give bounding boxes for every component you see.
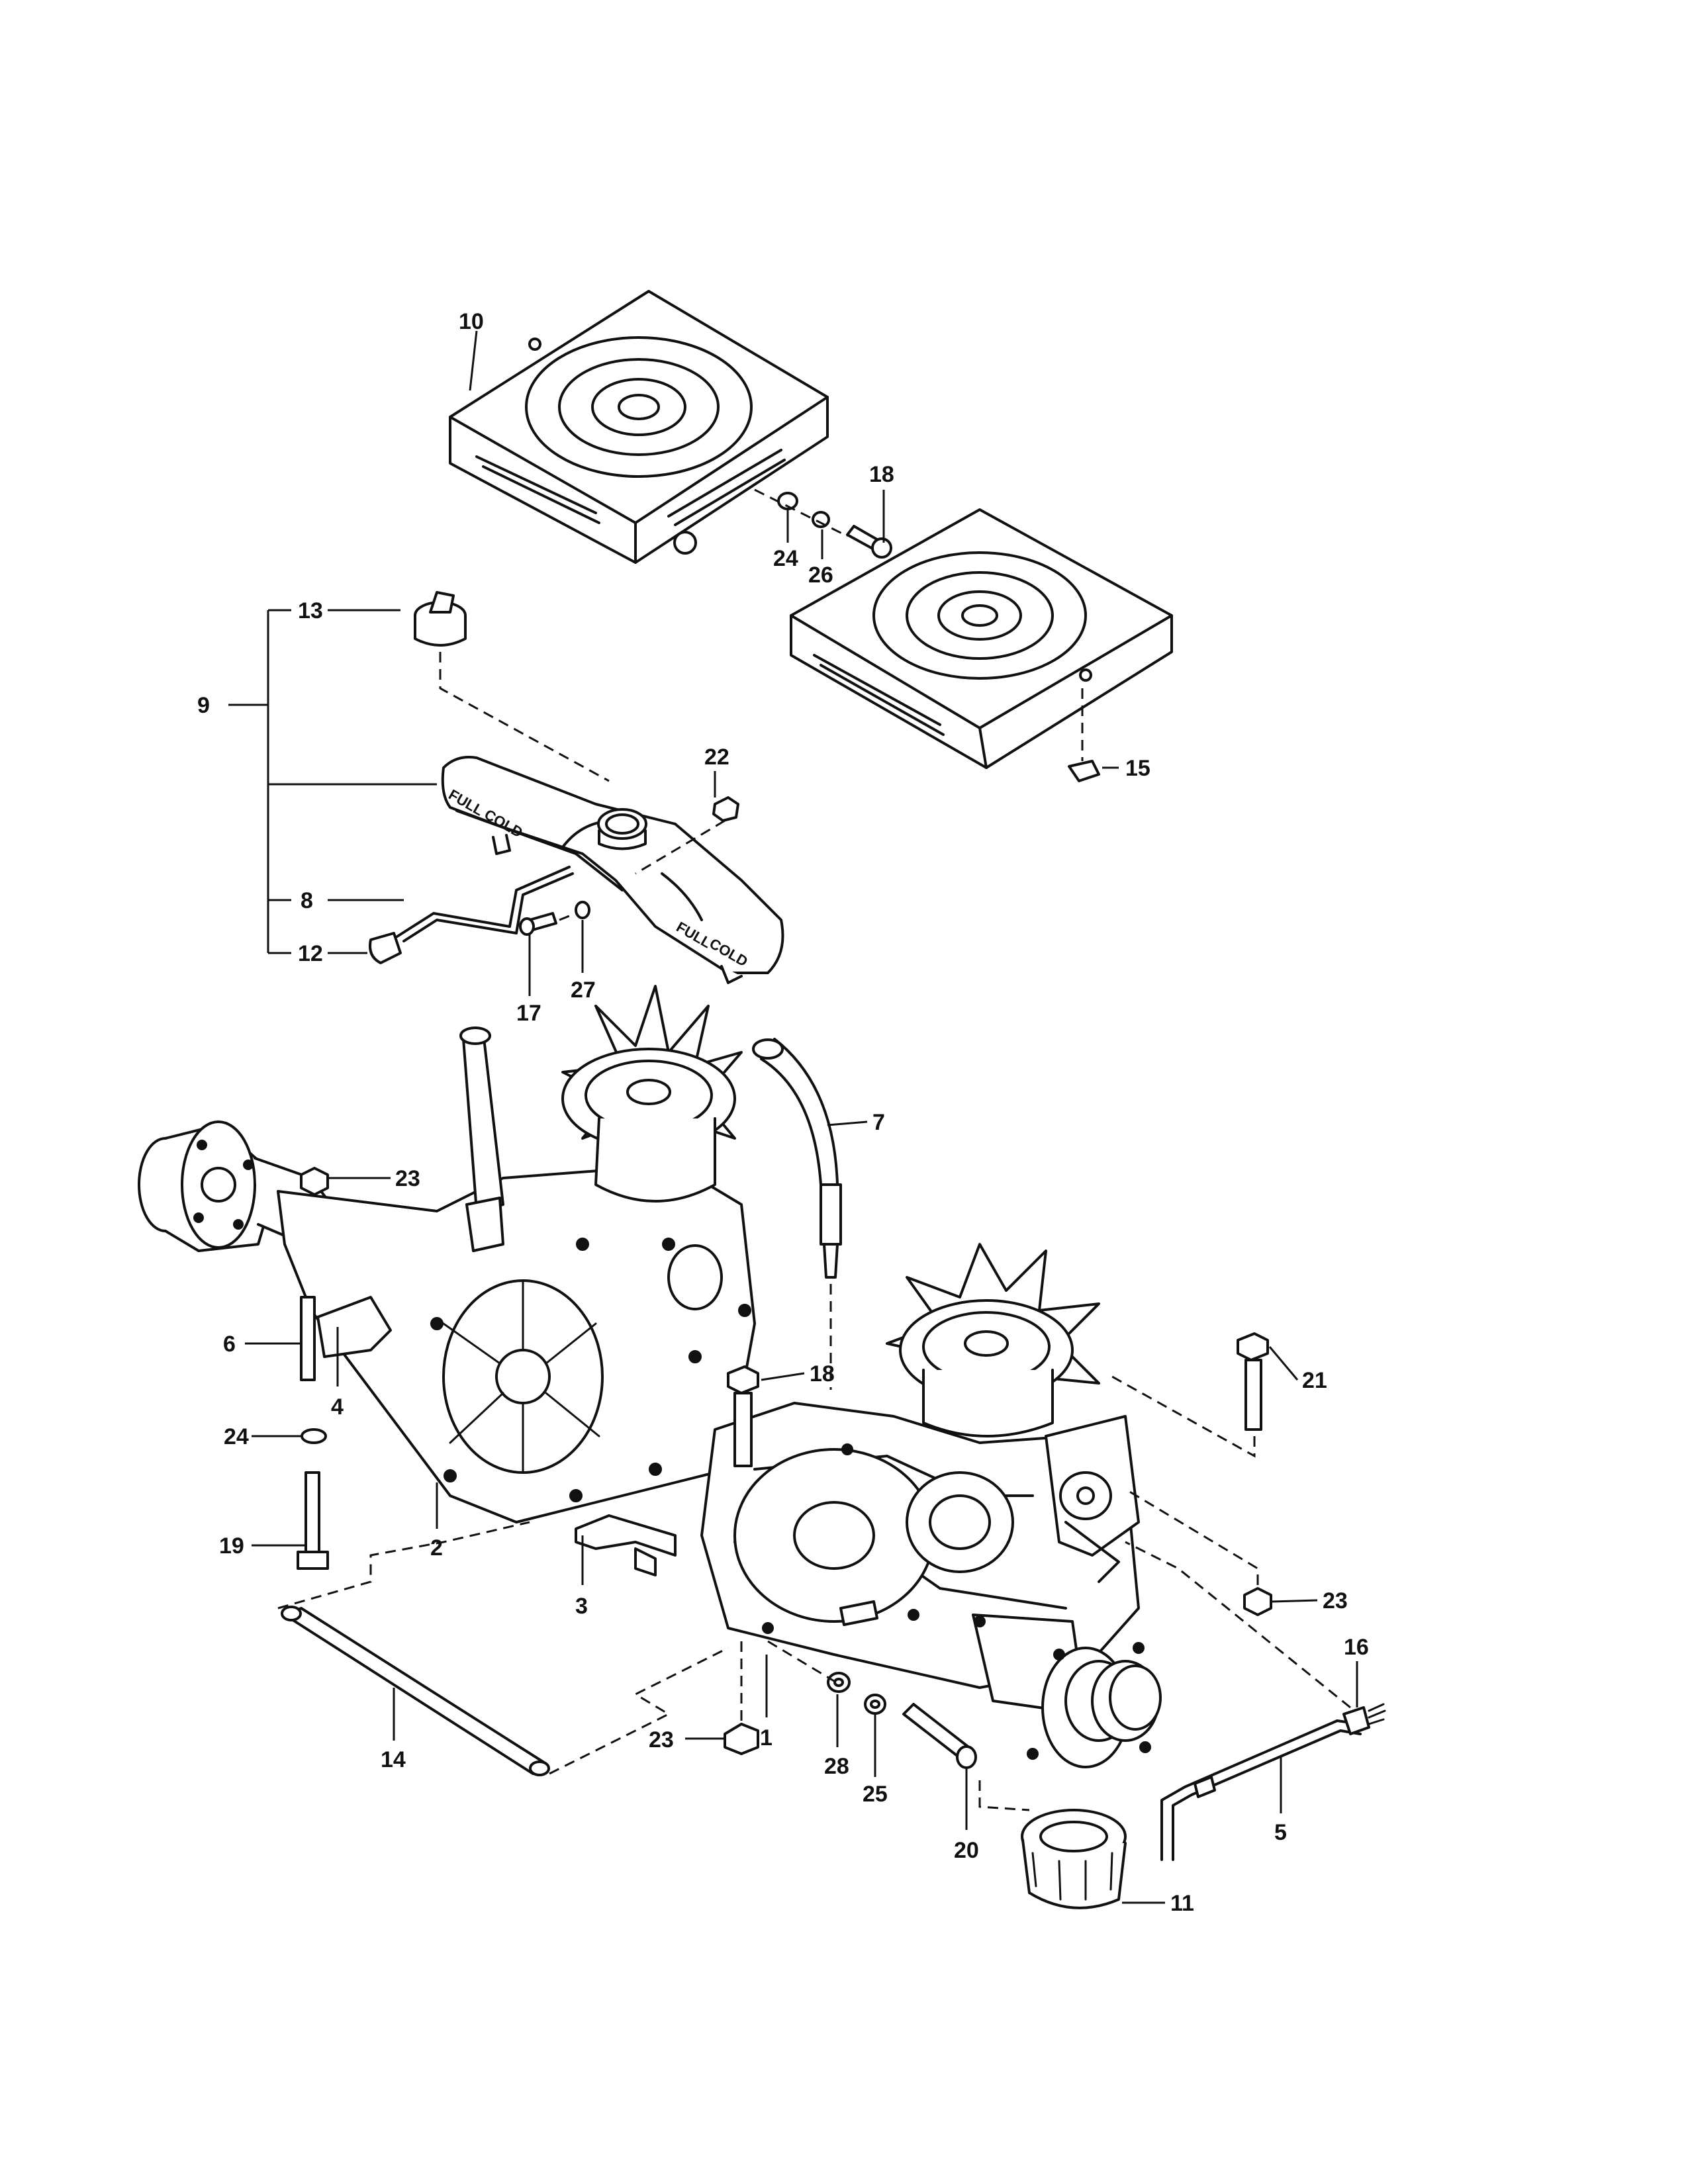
callout-5: 5	[1274, 1820, 1287, 1845]
callout-26: 26	[808, 563, 833, 588]
callout-10: 10	[459, 309, 484, 334]
callout-24-left: 24	[224, 1424, 249, 1449]
reservoir-tank-9: FULL COLD FULL COLD	[441, 756, 784, 984]
callout-1: 1	[760, 1725, 773, 1751]
hardware-24-26-18	[754, 488, 892, 559]
callout-21: 21	[1302, 1368, 1327, 1393]
callout-24-top: 24	[773, 546, 798, 571]
hardware-bottom	[724, 1640, 977, 1769]
cooling-fan-right	[886, 1243, 1100, 1437]
nut-15	[1068, 688, 1100, 782]
callout-12: 12	[298, 941, 323, 966]
callout-23-right: 23	[1323, 1588, 1348, 1614]
sender-wire-5	[1125, 1541, 1386, 1861]
callout-leaders	[228, 330, 1358, 1904]
callout-16: 16	[1344, 1635, 1369, 1660]
oil-filter-11	[978, 1780, 1127, 1909]
callout-15: 15	[1125, 756, 1150, 781]
callout-3: 3	[575, 1594, 588, 1619]
hardware-left	[297, 1167, 329, 1570]
callout-9: 9	[197, 693, 210, 718]
callout-23-left: 23	[395, 1166, 420, 1191]
callout-23-bottom: 23	[649, 1727, 674, 1752]
hardware-right-top	[727, 1332, 1272, 1616]
callout-28: 28	[824, 1754, 849, 1779]
hardware-22-17-27	[519, 796, 739, 936]
callout-27: 27	[571, 978, 596, 1003]
callout-8: 8	[301, 888, 313, 913]
rod-14	[277, 1521, 729, 1776]
callout-20: 20	[954, 1838, 979, 1863]
callout-6: 6	[223, 1332, 236, 1357]
callout-4: 4	[331, 1394, 344, 1420]
callout-17: 17	[516, 1001, 541, 1026]
callout-18-right: 18	[810, 1361, 835, 1387]
transmission-left-2	[138, 985, 756, 1524]
bracket-3	[575, 1514, 677, 1576]
fan-guard-front	[790, 508, 1173, 769]
callout-2: 2	[430, 1535, 443, 1561]
hose-7	[752, 1038, 842, 1390]
cooling-fan-left	[561, 985, 743, 1203]
callout-18-top: 18	[869, 462, 894, 487]
breather-hose-8	[369, 866, 574, 964]
reservoir-cap-13	[414, 591, 610, 782]
callout-numbers: 10 18 24 26 15 13 9 22 8 12 17 27 7 23 6…	[197, 309, 1369, 1916]
transmission-right-1	[700, 1243, 1162, 1768]
callout-7: 7	[872, 1110, 885, 1135]
callout-22: 22	[704, 745, 729, 770]
callout-13: 13	[298, 598, 323, 623]
callout-11: 11	[1170, 1891, 1194, 1916]
callout-25: 25	[863, 1782, 888, 1807]
callout-14: 14	[381, 1747, 406, 1772]
fan-guard-10	[449, 290, 829, 564]
callout-19: 19	[219, 1533, 244, 1559]
